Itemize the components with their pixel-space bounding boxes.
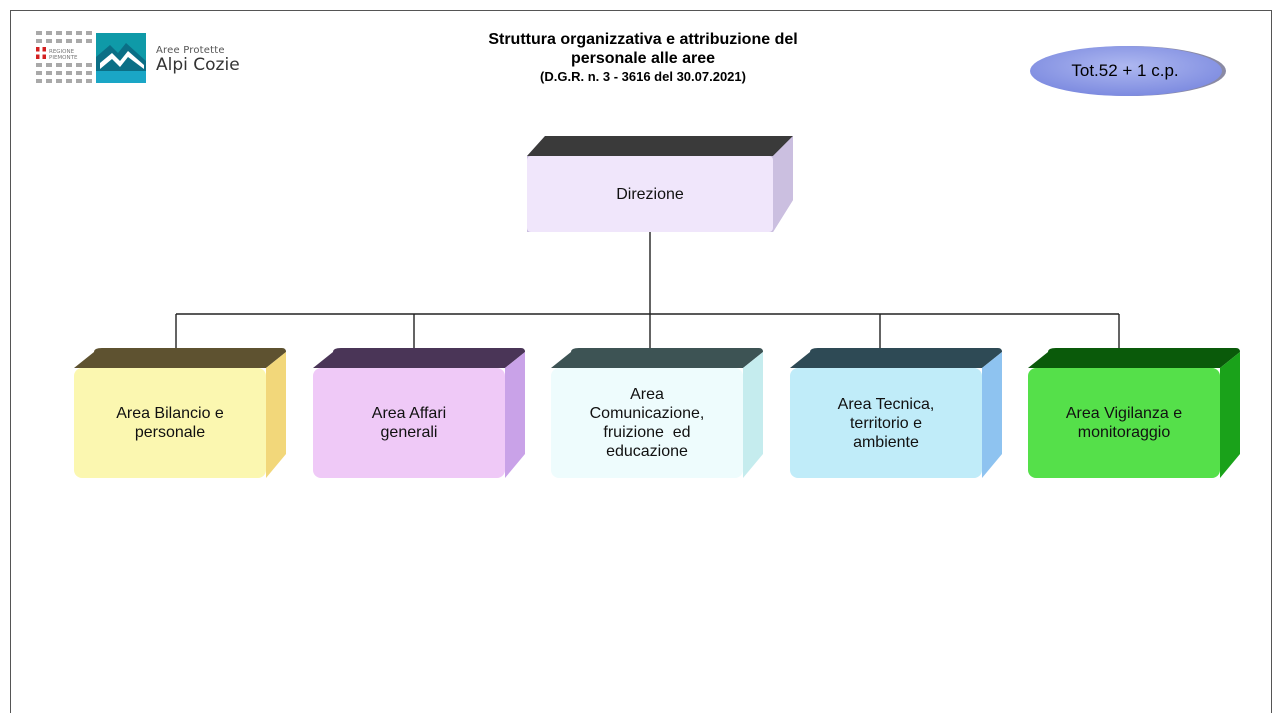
node-area-text-line: Area Affari	[371, 405, 447, 422]
node-direzione: Direzione	[527, 136, 793, 232]
node-area-text: Area Bilancio e personale	[116, 404, 224, 442]
node-3d-shape	[313, 348, 525, 478]
svg-text:REGIONE: REGIONE	[49, 49, 75, 55]
node-area-label: Area Bilancio e personale	[74, 368, 266, 478]
node-area-label: Area Affari generali	[313, 368, 505, 478]
title-line-3: (D.G.R. n. 3 - 3616 del 30.07.2021)	[540, 69, 746, 84]
node-area-label: Area Vigilanza e monitoraggio	[1028, 368, 1220, 478]
logo: REGIONE PIEMONTE Aree Protette Alpi Cozi…	[36, 31, 256, 87]
node-3d-shape	[790, 348, 1002, 478]
node-area-text: Area Vigilanza e monitoraggio	[1066, 404, 1182, 442]
node-area-text-line: Comunicazione,	[589, 405, 705, 422]
node-area-text-line: generali	[380, 424, 438, 441]
node-3d-shape	[74, 348, 286, 478]
total-badge: Tot.52 + 1 c.p.	[1030, 46, 1226, 96]
node-area-text: Area Affari generali	[372, 404, 446, 442]
node-area-text-line: Area Vigilanza e	[1065, 405, 1183, 422]
node-area-text-line: personale	[134, 424, 206, 441]
node-area-text-line: ambiente	[853, 433, 919, 451]
title-line-1: Struttura organizzativa e attribuzione d…	[488, 31, 798, 48]
brand-subtitle: Aree Protette	[156, 45, 225, 56]
node-area-text-line: Area Bilancio e	[116, 405, 224, 422]
regione-piemonte-logo: REGIONE PIEMONTE	[36, 31, 92, 83]
total-label: Tot.52 + 1 c.p.	[1071, 61, 1179, 80]
node-3d-shape	[551, 348, 763, 478]
page-frame	[10, 10, 1272, 713]
node-area-text-line: Area Tecnica,	[837, 395, 935, 413]
title-line-2: personale alle aree	[570, 50, 716, 67]
node-area-text-line: educazione	[606, 443, 688, 460]
node-area-text-line: territorio e	[849, 414, 923, 432]
brand-name: Alpi Cozie	[156, 55, 240, 75]
svg-text:PIEMONTE: PIEMONTE	[49, 55, 78, 61]
node-area-text-line: Area	[630, 386, 664, 403]
chart-title: Struttura organizzativa e attribuzione d…	[400, 30, 886, 85]
node-direzione-label: Direzione	[616, 185, 684, 203]
node-3d-shape	[1028, 348, 1240, 478]
node-area-text-line: fruizione ed	[603, 424, 691, 441]
node-area-text-line: monitoraggio	[1077, 424, 1171, 441]
alpi-cozie-mountain-icon	[96, 33, 146, 83]
node-area-2: Area Affari generali	[313, 348, 525, 478]
node-3d-shape	[527, 136, 793, 232]
node-area-1: Area Bilancio e personale	[74, 348, 286, 478]
node-area-5: Area Vigilanza e monitoraggio	[1028, 348, 1240, 478]
